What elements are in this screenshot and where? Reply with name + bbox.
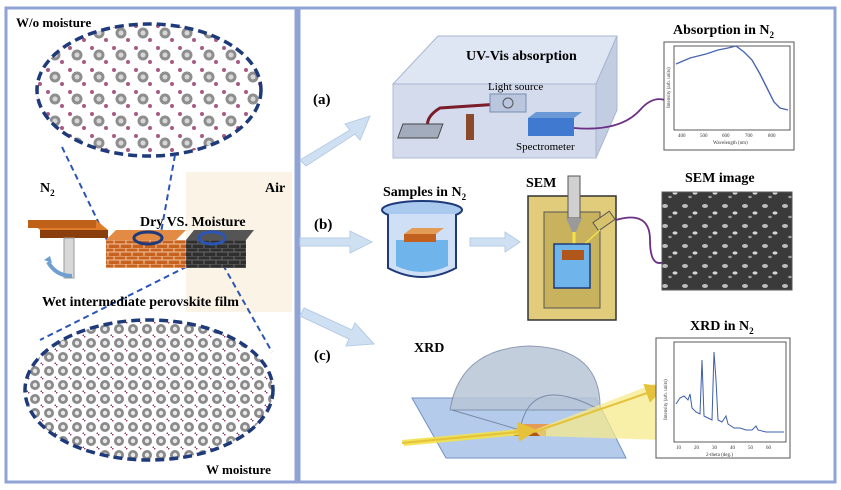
xrd-xlabel: 2-theta (deg.)	[706, 453, 733, 458]
wo-moisture-label: W/o moisture	[16, 15, 91, 30]
w-moisture-lattice	[23, 318, 275, 462]
zoom-line-top-right	[159, 154, 176, 239]
uvvis-title: UV-Vis absorption	[466, 49, 577, 64]
absorption-curve	[675, 45, 789, 111]
left-panel-frame	[4, 6, 298, 484]
branch-arrows	[299, 115, 376, 347]
uvvis-cable	[573, 98, 666, 130]
xrd-xtick-0: 10	[676, 446, 682, 451]
dry-vs-moisture-label: Dry VS. Moisture	[140, 215, 246, 230]
samples-label: Samples in N2	[383, 185, 467, 202]
right-panel-frame	[297, 6, 837, 484]
absorption-xtick-0: 400	[678, 134, 686, 139]
absorption-title: Absorption in N2	[673, 23, 774, 40]
xrd-xtick-4: 50	[748, 446, 754, 451]
sem-label: SEM	[526, 176, 556, 191]
spin-coater	[28, 220, 108, 279]
xrd-xtick-5: 60	[766, 446, 772, 451]
zoom-line-top-left	[61, 146, 109, 243]
dry-film-block	[106, 230, 186, 268]
xrd-xtick-2: 30	[712, 446, 718, 451]
absorption-xtick-1: 500	[700, 134, 708, 139]
w-moisture-label: W moisture	[206, 462, 271, 477]
absorption-xtick-2: 600	[722, 134, 730, 139]
xrd-apparatus	[401, 345, 666, 459]
wet-film-label: Wet intermediate perovskite film	[42, 295, 239, 310]
absorption-xlabel: Wavelength (nm)	[713, 141, 748, 146]
samples-to-sem-arrow	[469, 231, 521, 253]
label-c: (c)	[314, 348, 331, 364]
sem-image	[661, 191, 793, 291]
light-source-label: Light source	[488, 81, 543, 93]
wet-film-block	[186, 230, 254, 268]
absorption-ylabel: Intensity (arb. units)	[667, 67, 672, 108]
absorption-plot: Intensity (arb. units) 400 500 600 700 8…	[663, 41, 795, 151]
absorption-xtick-4: 800	[768, 134, 776, 139]
xrd-label: XRD	[414, 341, 444, 356]
absorption-xtick-3: 700	[745, 134, 753, 139]
sample-container	[381, 200, 463, 278]
label-b: (b)	[314, 217, 332, 233]
air-label: Air	[265, 181, 285, 196]
zoom-line-bottom-left	[39, 261, 197, 341]
uvvis-box	[391, 35, 618, 159]
wo-moisture-lattice	[35, 22, 263, 158]
xrd-xtick-1: 20	[694, 446, 700, 451]
sem-cable	[615, 216, 665, 264]
zoom-line-bottom-right	[217, 255, 273, 353]
label-a: (a)	[313, 92, 331, 108]
xrd-ylabel: Intensity (arb. units)	[664, 379, 669, 420]
n2-label: N2	[40, 181, 55, 198]
sem-chamber	[527, 175, 617, 321]
xrd-xtick-3: 40	[730, 446, 736, 451]
spectrometer-label: Spectrometer	[516, 141, 575, 153]
sem-image-title: SEM image	[685, 171, 755, 186]
xrd-curve	[675, 351, 784, 433]
xrd-plot: Intensity (arb. units) 10 20 30 40 50 60…	[655, 337, 791, 459]
xrd-plot-title: XRD in N2	[690, 319, 754, 336]
